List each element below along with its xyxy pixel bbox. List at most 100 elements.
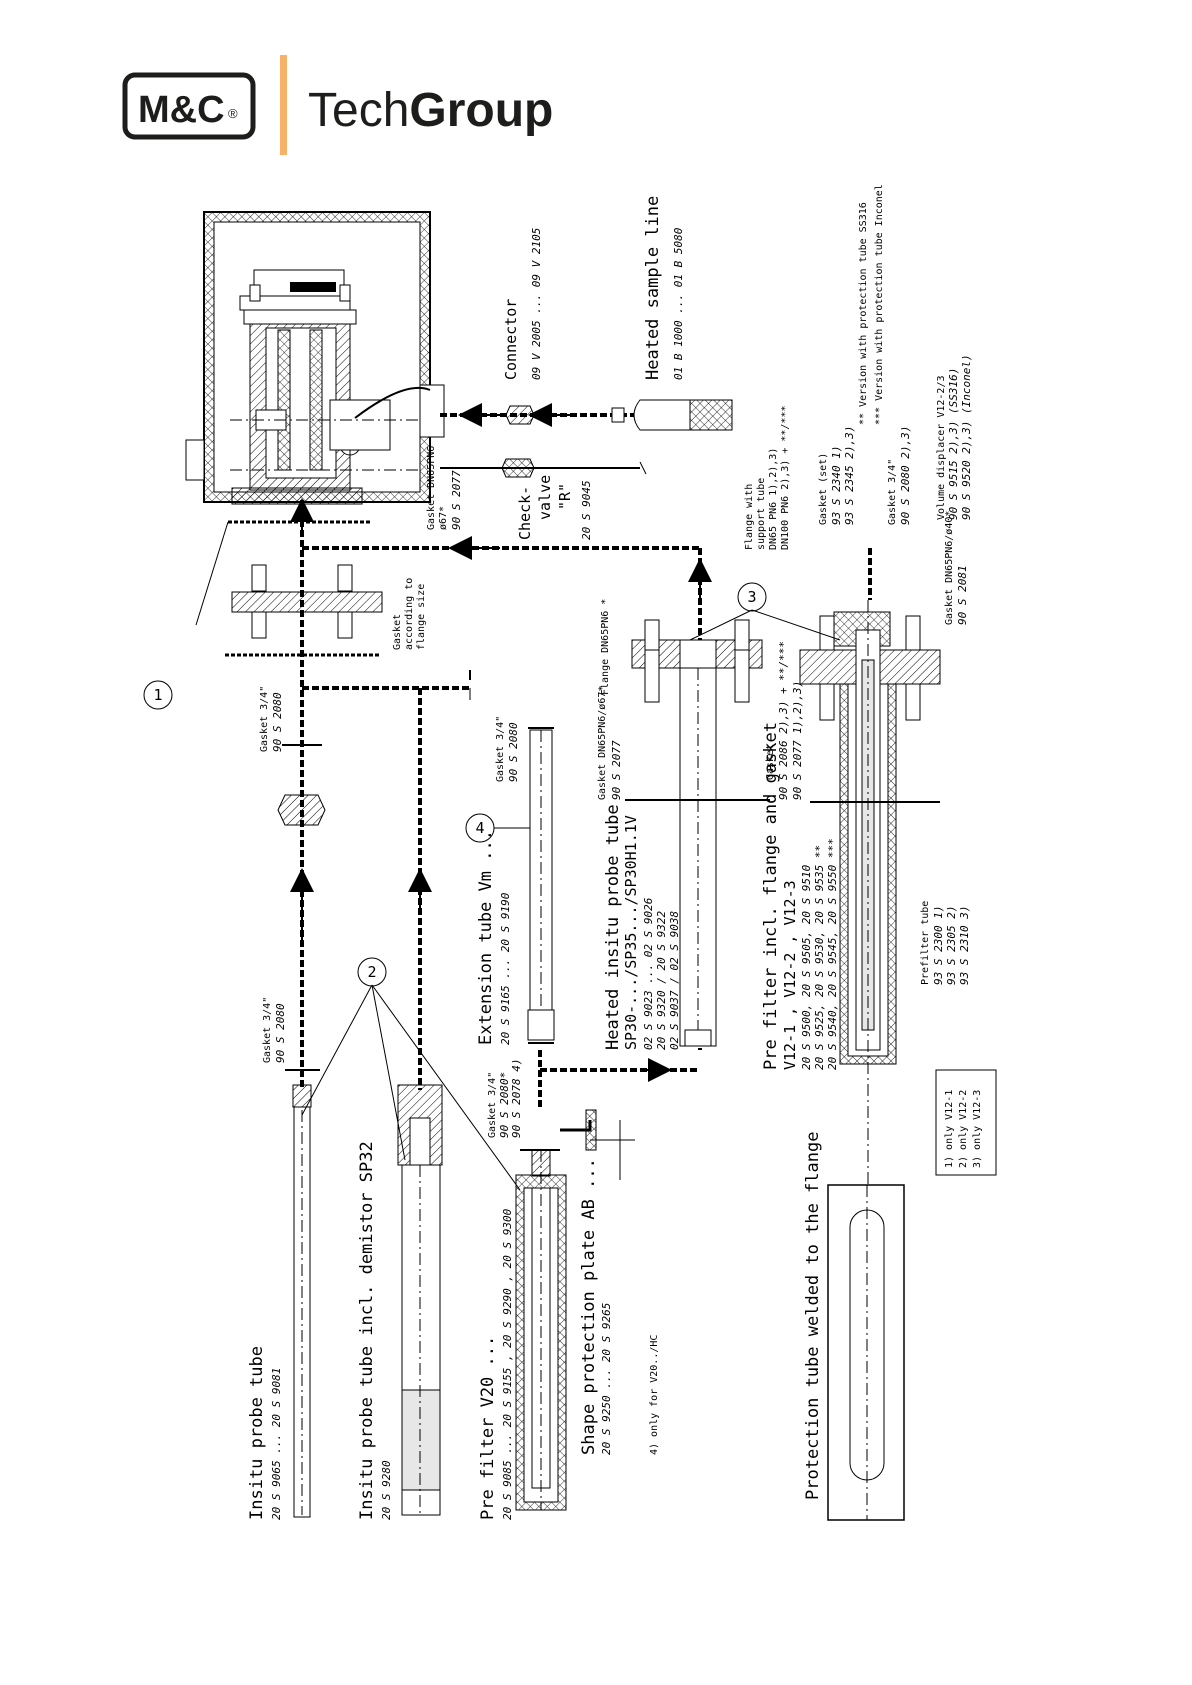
balloon-2: 2 <box>357 957 387 987</box>
svg-text:according to: according to <box>404 578 415 650</box>
gasket-34-b-label: Gasket 3/4" <box>495 716 506 782</box>
heated-insitu-label: Heated insitu probe tube <box>603 804 623 1050</box>
svg-text:90 S 2080: 90 S 2080 <box>507 722 520 782</box>
svg-text:2: 2 <box>367 963 376 981</box>
svg-text:93 S 2345 2),3): 93 S 2345 2),3) <box>843 426 856 525</box>
balloon-1: 1 <box>143 680 173 710</box>
gasket-dn65-label: Gasket DN65PN6 <box>426 446 437 530</box>
svg-text:90 S 2077: 90 S 2077 <box>610 740 623 800</box>
svg-text:DN65 PN6 1),2),3): DN65 PN6 1),2),3) <box>768 448 779 550</box>
insitu-probe-label: Insitu probe tube <box>247 1346 267 1520</box>
svg-text:93 S 2340 1): 93 S 2340 1) <box>830 446 843 525</box>
protection-tube-label: Protection tube welded to the flange <box>803 1132 823 1500</box>
svg-text:20 S 9165 ... 20 S 9190: 20 S 9165 ... 20 S 9190 <box>499 892 512 1045</box>
logo-brand: M&C <box>138 89 225 131</box>
gasket-34-d-label: Gasket 3/4" <box>887 459 898 525</box>
svg-text:93 S 2305 2): 93 S 2305 2) <box>945 906 958 985</box>
legend-box <box>935 1069 997 1176</box>
svg-text:90 S 9515 2),3) (SS316): 90 S 9515 2),3) (SS316) <box>947 368 960 520</box>
heated-line-label: Heated sample line <box>643 196 663 380</box>
gasket-flange-size-label: Gasket <box>392 614 403 650</box>
svg-text:valve: valve <box>536 475 554 520</box>
svg-text:90 S 2080: 90 S 2080 <box>274 1003 287 1063</box>
svg-text:90 S 2077 1),2),3): 90 S 2077 1),2),3) <box>791 681 804 800</box>
svg-text:DN100 PN6 2),3) + **/***: DN100 PN6 2),3) + **/*** <box>780 406 791 551</box>
svg-text:20 S 9085 ... 20 S 9155 , 20 S: 20 S 9085 ... 20 S 9155 , 20 S 9290 , 20… <box>501 1208 514 1520</box>
balloon-3: 3 <box>737 582 767 612</box>
flange-support-label: Flange with <box>744 484 755 550</box>
connector-label: Connector <box>502 299 520 380</box>
legend-2: 2) only V12-2 <box>958 1090 969 1168</box>
svg-text:support tube: support tube <box>756 478 767 550</box>
prefilter-v12-label: Pre filter incl. flange and gasket <box>761 722 781 1070</box>
svg-text:20 S 9250 ... 20 S 9265: 20 S 9250 ... 20 S 9265 <box>600 1303 613 1455</box>
extension-tube-label: Extension tube Vm ... <box>476 830 496 1045</box>
svg-text:TechGroup: TechGroup <box>308 84 553 137</box>
svg-text:90 S 2081: 90 S 2081 <box>956 565 969 625</box>
gasket-040-label: Gasket DN65PN6/ø40* <box>944 511 955 625</box>
logo-divider-bar <box>280 55 287 155</box>
heated-line-pn: 01 B 1000 ... 01 B 5080 <box>672 227 685 380</box>
svg-text:90 S 2080: 90 S 2080 <box>271 692 284 752</box>
svg-text:02 S 9023 ... 02 S 9026: 02 S 9023 ... 02 S 9026 <box>642 897 655 1050</box>
svg-text:20 S 9280: 20 S 9280 <box>380 1460 393 1520</box>
gasket-set-label: Gasket (set) <box>818 453 829 525</box>
svg-text:flange size: flange size <box>416 584 427 650</box>
svg-text:93 S 2310 3): 93 S 2310 3) <box>958 906 971 985</box>
extension-tube <box>527 727 555 1044</box>
connector-and-check-valve <box>440 399 733 478</box>
insitu-probe-tube-demistor <box>397 1084 443 1516</box>
svg-text:20 S 9540, 20 S 9545, 20 S 955: 20 S 9540, 20 S 9545, 20 S 9550 *** <box>826 838 839 1070</box>
prefilter-v20-label: Pre filter V20 ... <box>478 1336 498 1520</box>
svg-text:20 S 9500, 20 S 9505, 20 S 951: 20 S 9500, 20 S 9505, 20 S 9510 <box>800 864 813 1070</box>
volume-displacer-label: Volume displacer V12-2/3 <box>936 376 947 521</box>
pre-filter-v12 <box>799 600 941 1460</box>
check-valve-label: Check- <box>516 486 534 540</box>
prefilter-tube-label: Prefilter tube <box>920 901 931 985</box>
svg-text:20 S 9045: 20 S 9045 <box>580 480 593 540</box>
note-inconel: *** Version with protection tube Inconel <box>874 184 885 425</box>
main-line-coupling <box>277 794 326 826</box>
heated-insitu-probe-tube <box>625 619 770 1047</box>
svg-text:SP30-.../SP35.../SP30H1.1V: SP30-.../SP35.../SP30H1.1V <box>622 815 640 1050</box>
shape-protection-label: Shape protection plate AB ... <box>579 1158 599 1455</box>
logo-registered: ® <box>228 106 238 121</box>
svg-text:90 S 2086 2),3) + **/***: 90 S 2086 2),3) + **/*** <box>777 641 790 800</box>
svg-text:93 S 2300 1): 93 S 2300 1) <box>932 906 945 985</box>
svg-text:V12-1 , V12-2 , V12-3: V12-1 , V12-2 , V12-3 <box>781 880 799 1070</box>
gasket-e-label: Gasket <box>765 744 776 780</box>
mc-techgroup-logo: M&C ® TechGroup <box>122 55 553 155</box>
svg-text:4: 4 <box>475 819 484 837</box>
pre-filter-v20 <box>515 1109 635 1511</box>
gasket-34-c-label: Gasket 3/4" <box>487 1072 498 1138</box>
protection-tube <box>827 1184 905 1521</box>
svg-text:ø67*: ø67* <box>438 506 449 530</box>
svg-text:90 S 9520 2),3) (Inconel): 90 S 9520 2),3) (Inconel) <box>960 354 973 520</box>
note-4: 4) only for V20../HC <box>649 1335 660 1455</box>
svg-text:20 S 9320 / 20 S 9322: 20 S 9320 / 20 S 9322 <box>655 911 668 1050</box>
svg-text:3: 3 <box>747 588 756 606</box>
svg-text:20 S 9525, 20 S 9530, 20 S 953: 20 S 9525, 20 S 9530, 20 S 9535 ** <box>813 845 826 1070</box>
connector-pn: 09 V 2005 ... 09 V 2105 <box>530 228 543 380</box>
logo-frame <box>122 72 256 140</box>
svg-text:90 S 2080 2),3): 90 S 2080 2),3) <box>899 426 912 525</box>
logo-group: Group <box>409 84 553 137</box>
svg-text:90 S 2080*: 90 S 2080* <box>498 1072 511 1138</box>
svg-text:90 S 2077: 90 S 2077 <box>450 470 463 530</box>
gasket-34-top-label: Gasket 3/4" <box>259 686 270 752</box>
svg-text:"R": "R" <box>556 483 574 510</box>
demistor-label: Insitu probe tube incl. demistor SP32 <box>357 1141 377 1520</box>
flange-dn65-label: Flange DN65PN6 * <box>600 599 611 695</box>
insitu-probe-tube <box>285 1069 320 1518</box>
svg-text:20 S 9065 ... 20 S 9081: 20 S 9065 ... 20 S 9081 <box>270 1368 283 1520</box>
svg-text:1: 1 <box>153 686 162 704</box>
flange-gasket-assembly <box>195 520 383 657</box>
svg-text:02 S 9037 / 02 S 9038: 02 S 9037 / 02 S 9038 <box>668 911 681 1050</box>
svg-text:90 S 2078 4): 90 S 2078 4) <box>510 1059 523 1138</box>
legend-3: 3) only V12-3 <box>972 1090 983 1168</box>
gasket-dn65-2-label: Gasket DN65PN6/ø67* <box>597 686 608 800</box>
gasket-34-a-label: Gasket 3/4" <box>262 997 273 1063</box>
legend-1: 1) only V12-1 <box>944 1090 955 1168</box>
heated-filter-box <box>185 211 445 505</box>
